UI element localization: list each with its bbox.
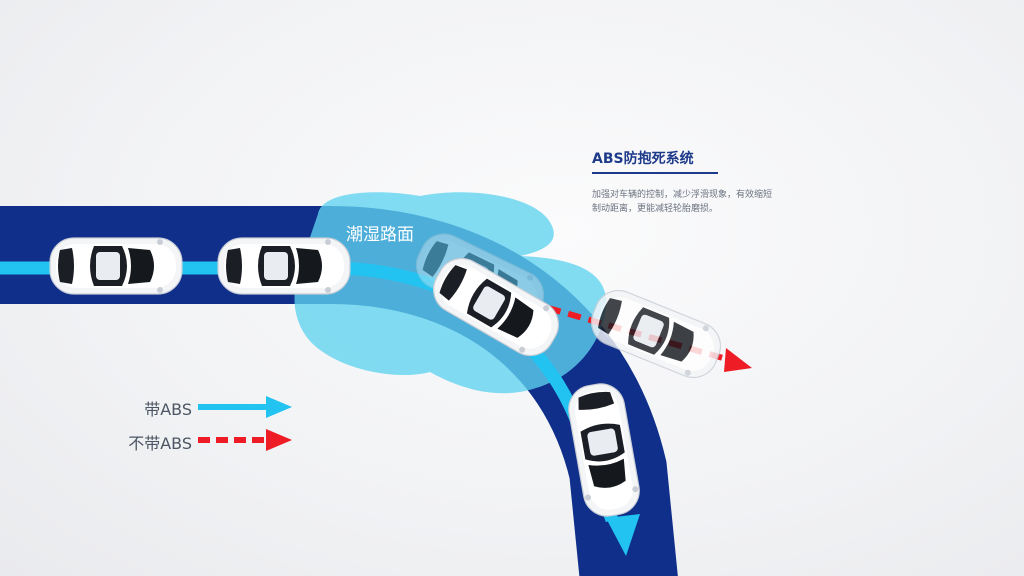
abs-path-arrow-down-icon [606, 514, 640, 556]
car-icon [49, 237, 183, 295]
legend-label-with-abs: 带ABS [144, 400, 192, 419]
legend-arrow-abs-icon [198, 396, 292, 418]
legend-label-without-abs: 不带ABS [128, 434, 192, 453]
info-title-underline [592, 172, 718, 174]
info-title: ABS防抱死系统 [592, 151, 694, 167]
info-description: 加强对车辆的控制，减少浮滑现象，有效缩短制动距离，更能减轻轮胎磨损。 [592, 190, 773, 214]
no-abs-path-arrow-right-icon [724, 348, 752, 372]
car-icon [217, 237, 351, 295]
wet-road-label: 潮湿路面 [346, 225, 414, 245]
legend-arrow-no-abs-icon [198, 429, 292, 451]
